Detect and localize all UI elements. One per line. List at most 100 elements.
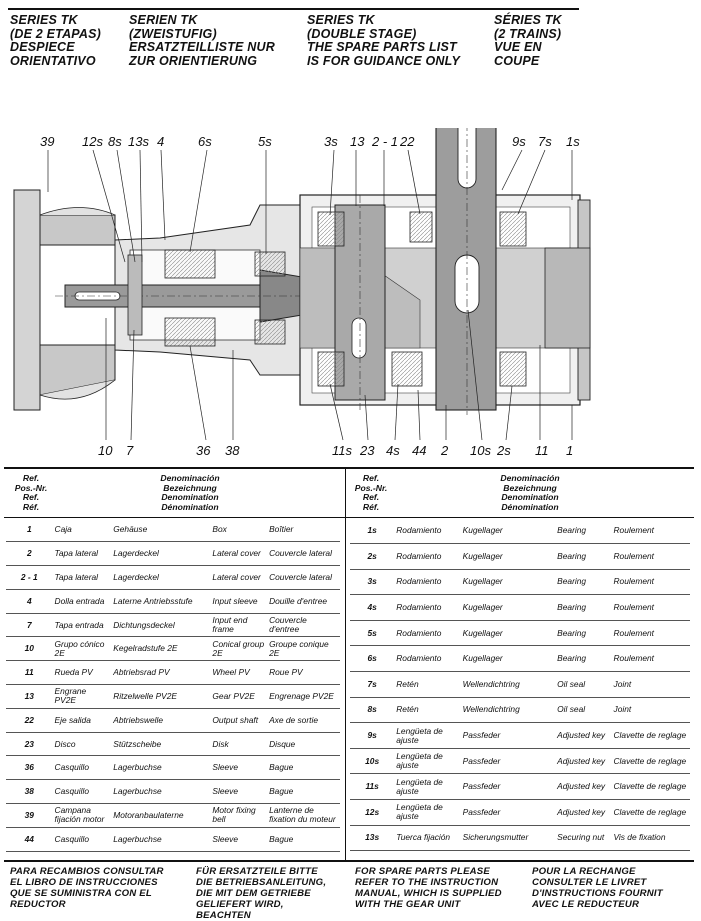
- header-text: Ref.: [362, 492, 380, 502]
- left-ref-header: Ref. Pos.-Nr. Ref. Réf.: [8, 473, 54, 512]
- cell-fr: Disque: [267, 732, 340, 757]
- cell-es: Rueda PV: [52, 660, 112, 686]
- cell-fr: Roulement: [611, 518, 690, 545]
- cell-en: Sleeve: [210, 827, 268, 852]
- footer-line: DIE BETRIEBSANLEITUNG,: [196, 877, 327, 888]
- cell-ref: 2: [6, 541, 53, 567]
- callout-label: 2s: [496, 443, 511, 458]
- cell-es: Lengüeta de ajuste: [394, 799, 461, 826]
- table-bottom-rule: [4, 860, 694, 862]
- top-rule: [8, 8, 579, 10]
- cell-de: Kugellager: [460, 594, 556, 621]
- cell-en: Bearing: [555, 518, 612, 545]
- cell-ref: 1: [6, 518, 53, 543]
- cell-en: Bearing: [555, 645, 612, 673]
- cell-de: Gehäuse: [111, 518, 211, 543]
- cell-en: Bearing: [555, 620, 612, 647]
- header-line: ORIENTATIVO: [10, 53, 96, 68]
- cell-es: Disco: [52, 732, 112, 757]
- cell-en: Output shaft: [210, 708, 268, 733]
- footer-line: FÜR ERSATZTEILE BITTE: [196, 866, 318, 877]
- cell-en: Bearing: [555, 569, 612, 596]
- cell-de: Stützscheibe: [111, 732, 211, 757]
- cell-es: Lengüeta de ajuste: [394, 748, 461, 775]
- cell-ref: 5s: [350, 620, 395, 647]
- footer-line: MANUAL, WHICH IS SUPPLIED: [355, 888, 502, 899]
- cell-en: Input sleeve: [210, 589, 268, 614]
- callout-label: 3s: [324, 134, 338, 149]
- footer-line: DIE MIT DEM GETRIEBE: [196, 888, 311, 899]
- footer-line: POUR LA RECHANGE: [532, 866, 636, 877]
- callout-label: 1: [566, 443, 573, 458]
- cell-en: Gear PV2E: [210, 684, 268, 709]
- header-spanish: SERIES TK (DE 2 ETAPAS) DESPIECE ORIENTA…: [10, 13, 101, 68]
- cell-es: Tapa lateral: [52, 565, 112, 590]
- cell-ref: 11: [6, 660, 53, 686]
- footer-line: CONSULTER LE LIVRET: [532, 877, 647, 888]
- gearbox-section-drawing: 39 12s 8s 13s 4 6s 5s 3s 13 2 - 1 22 9s …: [13, 128, 591, 458]
- input-bearings: [127, 249, 286, 347]
- cell-fr: Clavette de reglage: [611, 722, 690, 749]
- footer-spanish: PARA RECAMBIOS CONSULTAR EL LIBRO DE INS…: [10, 866, 164, 910]
- header-text: Réf.: [362, 501, 380, 512]
- cell-fr: Roue PV: [267, 660, 340, 686]
- cell-es: Rodamiento: [394, 518, 461, 545]
- cell-es: Retén: [394, 697, 461, 724]
- cell-ref: 12s: [350, 799, 395, 826]
- header-german: SERIEN TK (ZWEISTUFIG) ERSATZTEILLISTE N…: [129, 13, 275, 68]
- cell-ref: 36: [6, 755, 53, 781]
- cell-ref: 4s: [350, 594, 395, 621]
- cell-de: Dichtungsdeckel: [111, 613, 211, 638]
- cell-en: Oil seal: [555, 697, 612, 724]
- footer-line: WITH THE GEAR UNIT: [355, 899, 461, 910]
- cell-fr: Joint: [611, 697, 690, 724]
- cell-fr: Clavette de reglage: [611, 748, 690, 775]
- header-line: DESPIECE: [10, 40, 75, 54]
- cell-ref: 7: [6, 613, 53, 638]
- cell-es: Campana fijación motor: [52, 803, 112, 828]
- table-head-rule: [4, 517, 694, 518]
- cell-ref: 9s: [350, 722, 395, 749]
- cell-es: Casquillo: [52, 827, 112, 852]
- cell-ref: 13: [6, 684, 53, 709]
- header-english: SERIES TK (DOUBLE STAGE) THE SPARE PARTS…: [307, 13, 460, 68]
- header-text: Denomination: [161, 492, 219, 502]
- callout-label: 10: [98, 443, 113, 458]
- cell-fr: Clavette de reglage: [611, 799, 690, 826]
- cell-ref: 2 - 1: [6, 565, 53, 590]
- cell-fr: Bague: [267, 755, 340, 781]
- callout-label: 13s: [128, 134, 149, 149]
- cell-es: Casquillo: [52, 755, 112, 781]
- cell-de: Lagerbuchse: [111, 779, 211, 805]
- cell-es: Casquillo: [52, 779, 112, 805]
- header-line: ZUR ORIENTIERUNG: [129, 53, 258, 68]
- header-text: Denominación: [500, 473, 560, 483]
- footer-line: BEACHTEN: [196, 910, 251, 921]
- cell-en: Bearing: [555, 543, 612, 570]
- cell-de: Kugellager: [460, 620, 556, 647]
- cell-fr: Joint: [611, 671, 690, 698]
- cell-fr: Clavette de reglage: [611, 773, 690, 801]
- cell-de: Passfeder: [460, 722, 556, 749]
- cell-ref: 38: [6, 779, 53, 805]
- cell-fr: Axe de sortie: [267, 708, 340, 733]
- cell-en: Motor fixing bell: [210, 803, 268, 828]
- cell-ref: 2s: [350, 543, 395, 570]
- callout-label: 11s: [332, 443, 352, 458]
- cell-fr: Roulement: [611, 620, 690, 647]
- footer-french: POUR LA RECHANGE CONSULTER LE LIVRET D'I…: [532, 866, 663, 910]
- header-text: Bezeichnung: [503, 482, 557, 493]
- cell-es: Rodamiento: [394, 594, 461, 621]
